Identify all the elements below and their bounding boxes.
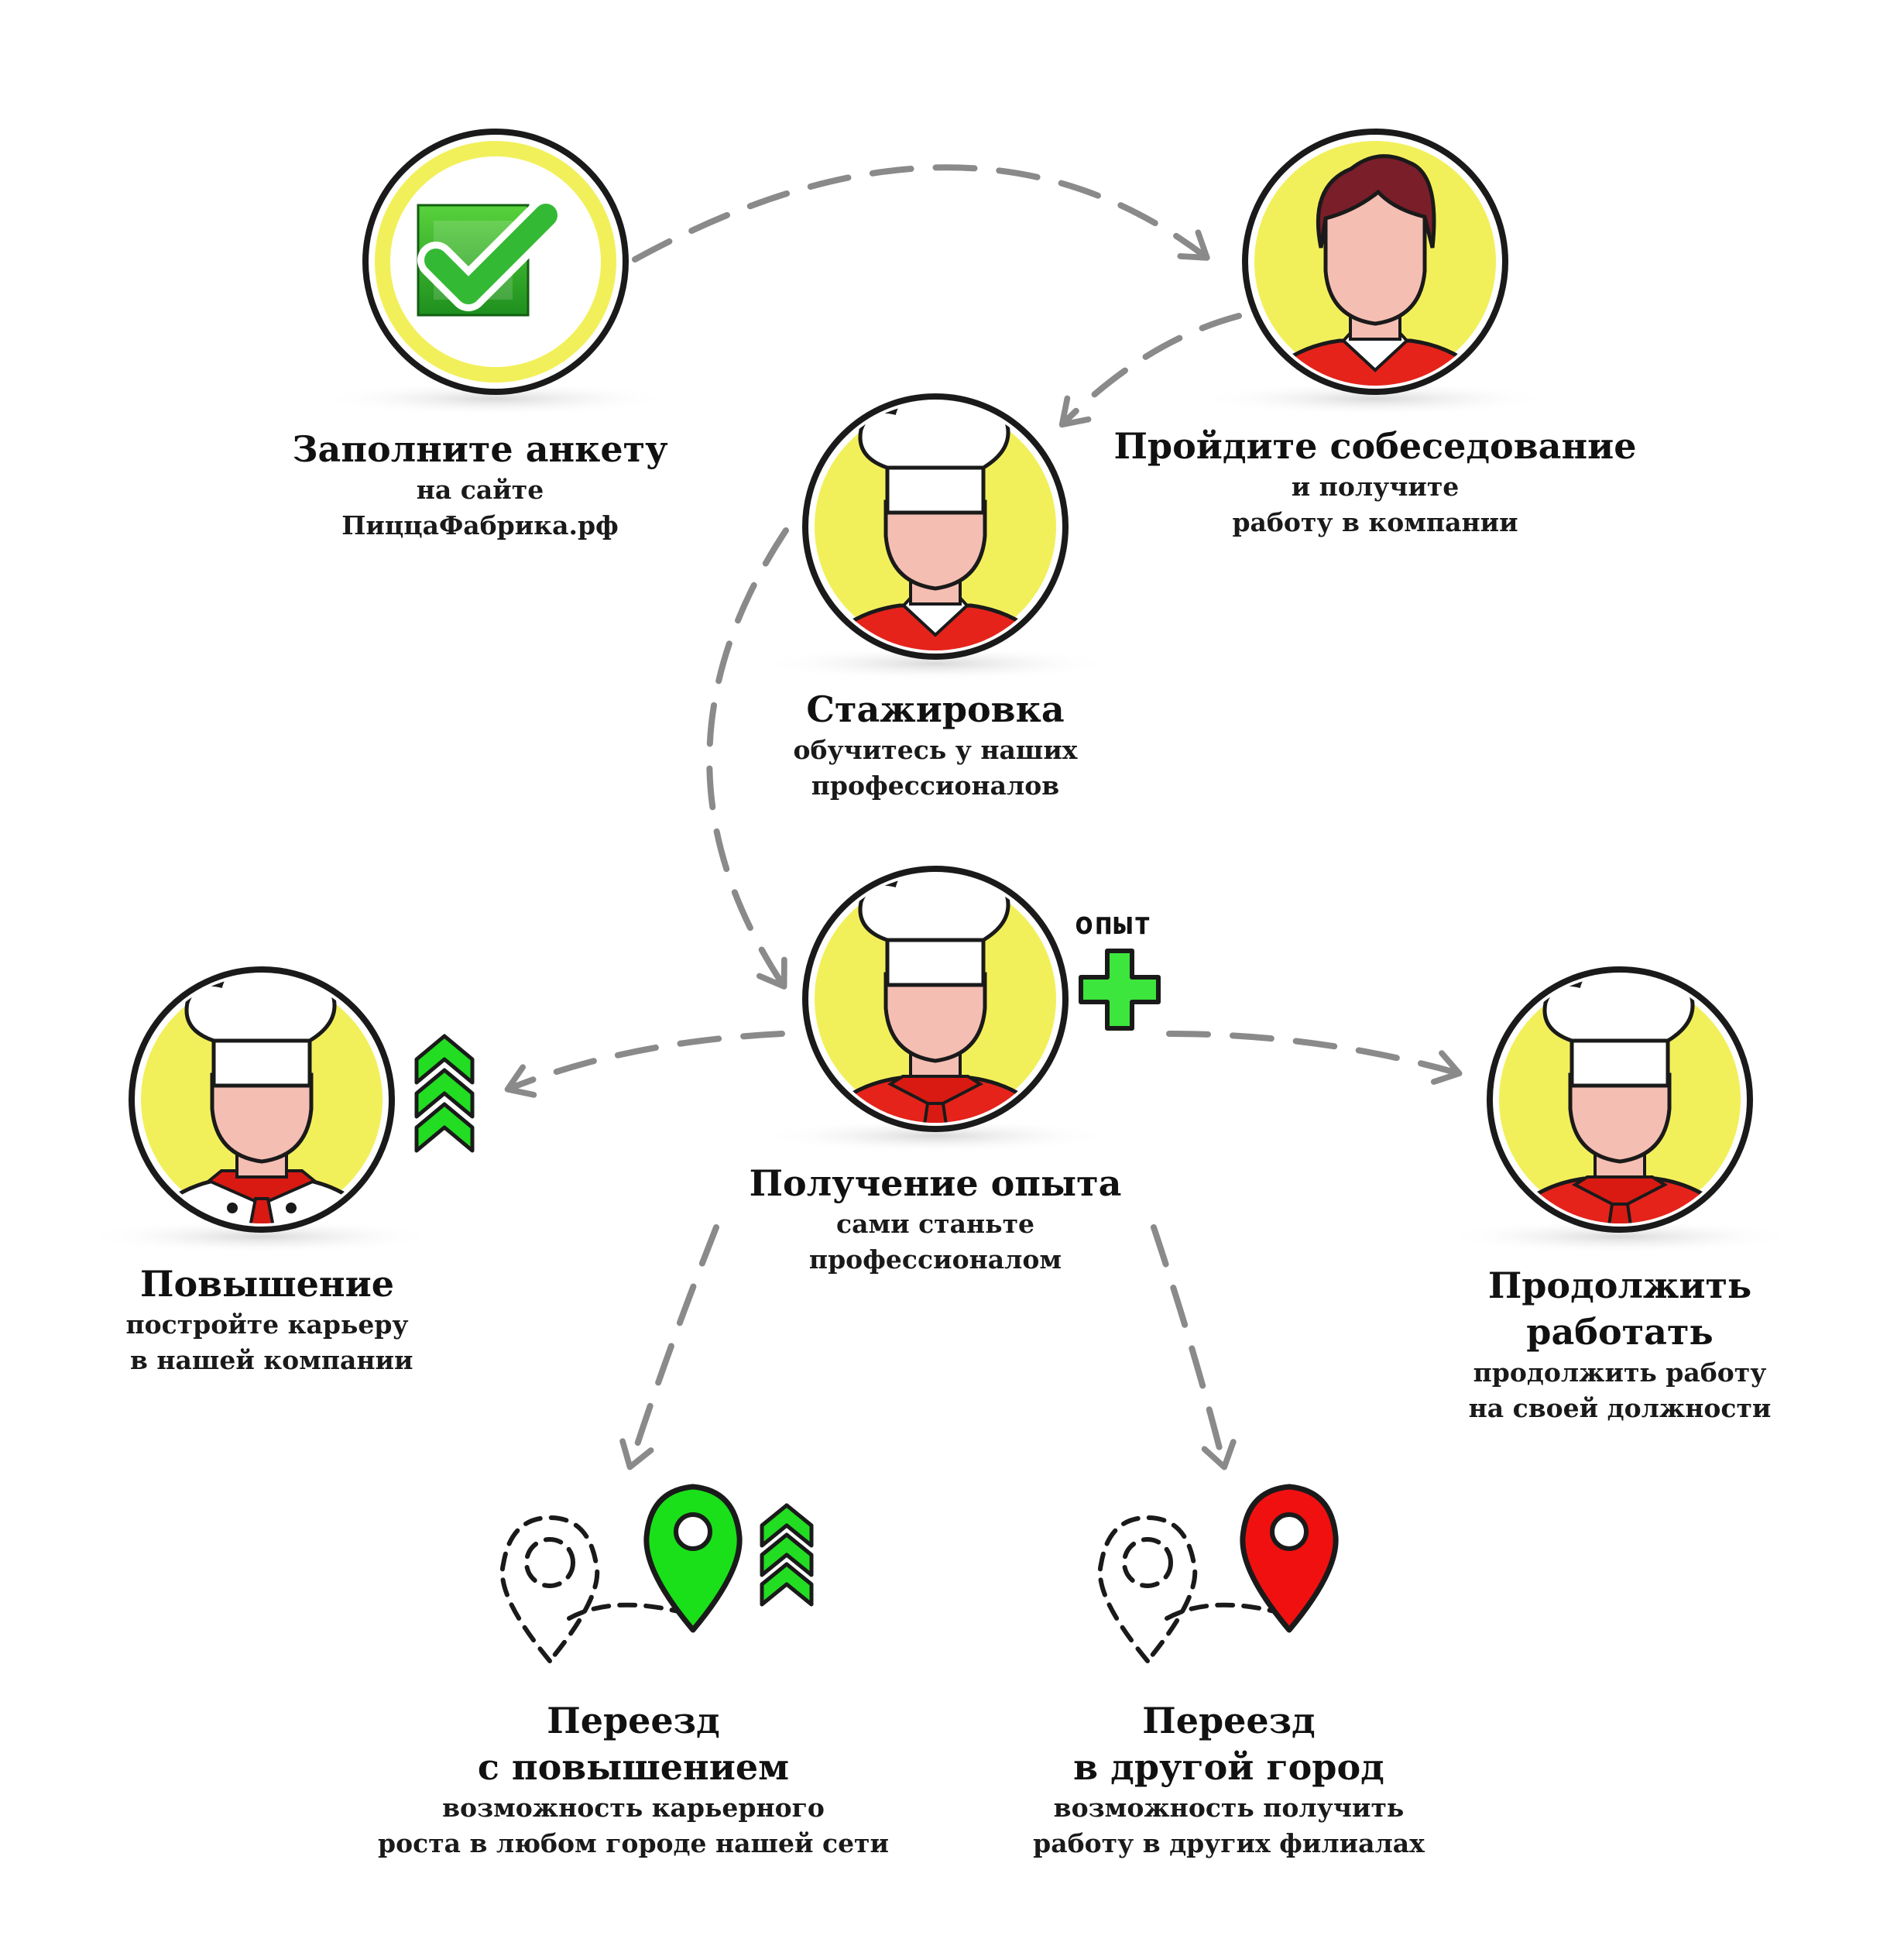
step-subtitle: сами станьте: [835, 1209, 1035, 1239]
step-experience-label: Получение опыта сами станьте профессиона…: [750, 1160, 1122, 1278]
chevrons-up-icon: [414, 1034, 475, 1153]
step-subtitle: возможность получить: [1053, 1793, 1405, 1823]
step-interview-label: Пройдите собеседование и получите работу…: [1113, 423, 1636, 540]
step-title: в другой город: [1073, 1746, 1384, 1788]
arrow-experience-to-move-city: [1151, 1224, 1237, 1470]
step-subtitle: профессионалом: [808, 1244, 1062, 1275]
arrow-form-to-interview: [632, 164, 1210, 262]
checkbox-icon: [417, 197, 564, 317]
step-intern-label: Стажировка обучитесь у наших профессиона…: [794, 686, 1078, 804]
step-subtitle: в нашей компании: [121, 1345, 413, 1375]
step-subtitle: ПиццаФабрика.рф: [341, 510, 619, 540]
location-pin-icon: [1097, 1515, 1280, 1665]
arrow-interview-to-intern: [1058, 313, 1242, 428]
flow-arrows: [504, 164, 1463, 1470]
step-promotion-node: [84, 966, 475, 1254]
step-intern-node: [757, 393, 1113, 681]
step-title: работать: [1526, 1311, 1714, 1353]
step-subtitle: работу в других филиалах: [1033, 1828, 1425, 1858]
step-subtitle: на своей должности: [1468, 1393, 1772, 1423]
step-move-city-label: Переезд в другой город возможность получ…: [1033, 1697, 1425, 1862]
step-title: Заполните анкету: [292, 428, 668, 470]
step-subtitle: работу в компании: [1232, 507, 1518, 537]
step-form-label: Заполните анкету на сайте ПиццаФабрика.р…: [292, 426, 667, 544]
step-title: Переезд: [547, 1700, 720, 1741]
location-pin-icon: [499, 1515, 684, 1665]
step-subtitle: профессионалов: [811, 770, 1060, 801]
arrow-intern-to-experience: [706, 527, 789, 990]
step-subtitle: возможность карьерного: [442, 1793, 825, 1823]
step-move-city-node: [1097, 1484, 1339, 1665]
arrow-experience-to-continue: [1166, 1031, 1463, 1085]
step-continue-label: Продолжить работать продолжить работу на…: [1469, 1262, 1772, 1426]
step-form-node: [317, 129, 674, 416]
chevrons-up-icon: [760, 1503, 814, 1607]
step-subtitle: обучитесь у наших: [793, 735, 1078, 765]
step-title: Переезд: [1142, 1700, 1316, 1741]
step-title: Пройдите собеседование: [1113, 425, 1637, 467]
step-subtitle: постройте карьеру: [125, 1309, 409, 1340]
step-continue-node: [1442, 966, 1798, 1254]
step-move-up-node: [499, 1484, 814, 1665]
location-pin-icon: [643, 1484, 743, 1633]
step-title: с повышением: [477, 1746, 790, 1788]
step-move-up-label: Переезд с повышением возможность карьерн…: [378, 1697, 889, 1862]
step-title: Продолжить: [1487, 1264, 1752, 1306]
step-title: Повышение: [140, 1263, 394, 1305]
experience-tag: опыт: [1075, 906, 1153, 942]
step-interview-node: [1197, 129, 1553, 416]
step-title: Получение опыта: [749, 1162, 1122, 1204]
arrow-experience-to-move-up: [619, 1224, 719, 1470]
plus-icon: [1079, 949, 1161, 1031]
step-subtitle: роста в любом городе нашей сети: [378, 1828, 889, 1858]
step-title: Стажировка: [806, 688, 1065, 730]
step-subtitle: и получите: [1291, 472, 1460, 502]
step-promotion-label: Повышение постройте карьеру в нашей комп…: [121, 1261, 413, 1378]
location-pin-icon: [1240, 1484, 1339, 1633]
step-subtitle: продолжить работу: [1473, 1357, 1767, 1388]
step-experience-node: [757, 866, 1161, 1153]
arrow-experience-to-promotion: [504, 1031, 785, 1098]
step-subtitle: на сайте: [416, 475, 544, 505]
